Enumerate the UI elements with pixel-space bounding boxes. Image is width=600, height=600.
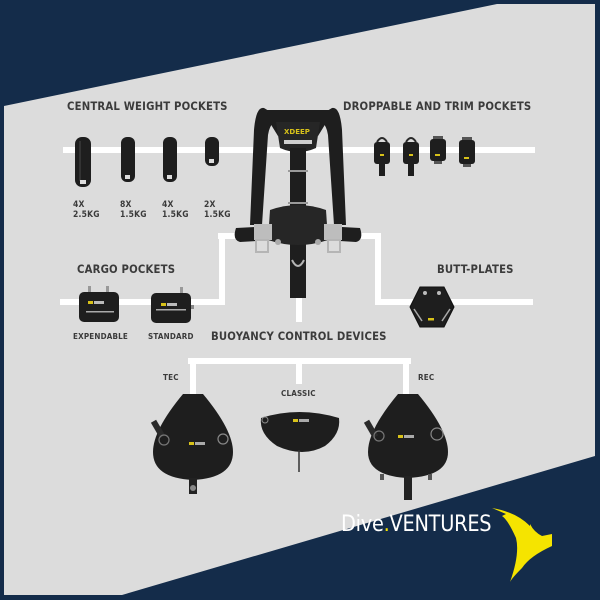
connector-bcd-classic [296,358,302,384]
connector-bcd-tec [190,358,196,396]
bcd-tec-icon [150,394,233,494]
logo-wordmark: Dive.VENTURES [341,512,492,537]
logo-text-ventures: VENTURES [389,512,492,537]
butt-plate-icon [409,286,455,328]
weight-pocket-label: 4X 1.5KG [162,200,189,220]
bcd-classic-icon [260,412,340,472]
bcd-rec-icon [363,394,448,500]
heading-cargo-pockets: Cargo Pockets [77,262,176,276]
connector-center-vertical [296,298,302,322]
heading-bcd: Buoyancy Control Devices [211,329,387,343]
bcd-label-rec: REC [418,373,435,382]
connector-left-vertical [219,233,225,305]
weight-value: 1.5KG [162,210,189,220]
droppable-pocket-icon [403,137,419,176]
connector-cargo-horizontal [60,299,225,305]
heading-central-weight-pockets: Central Weight Pockets [67,99,228,113]
logo-dot: . [383,512,390,537]
connector-bcd-rec [403,358,409,396]
weight-pocket-icon [121,137,135,182]
bird-icon [492,508,552,582]
cargo-pocket-standard-icon [151,287,194,323]
weight-qty: 2X [204,200,216,210]
weight-value: 2.5KG [73,210,100,220]
logo-text-dive: Dive [341,512,384,537]
connector-right-upper-horizontal [352,233,381,239]
connector-left-upper-horizontal [218,233,246,239]
weight-qty: 4X [162,200,174,210]
trim-pocket-icon [459,137,475,167]
bcd-label-classic: CLASSIC [281,389,316,398]
weight-pocket-label: 2X 1.5KG [204,200,231,220]
weight-pocket-label: 8X 1.5KG [120,200,147,220]
weight-pocket-icon [205,137,219,166]
droppable-pocket-icon [374,137,390,176]
weight-pocket-label: 4X 2.5KG [73,200,100,220]
svg-text:XDEEP: XDEEP [284,128,310,136]
weight-pocket-icon [75,137,91,187]
bcd-label-tec: TEC [163,373,179,382]
cargo-pocket-expendable-icon [79,286,119,322]
weight-qty: 8X [120,200,132,210]
weight-value: 1.5KG [204,210,231,220]
trim-pocket-icon [430,136,446,164]
heading-droppable-trim-pockets: Droppable and Trim Pockets [343,99,532,113]
connector-right-vertical [375,233,381,305]
heading-butt-plates: Butt-Plates [437,262,514,276]
weight-qty: 4X [73,200,85,210]
harness-icon: XDEEP [234,107,362,298]
weight-pocket-icon [163,137,177,182]
weight-value: 1.5KG [120,210,147,220]
cargo-label-expendable: Expendable [73,332,129,341]
connector-buttplate-horizontal [375,299,533,305]
cargo-label-standard: Standard [148,332,194,341]
